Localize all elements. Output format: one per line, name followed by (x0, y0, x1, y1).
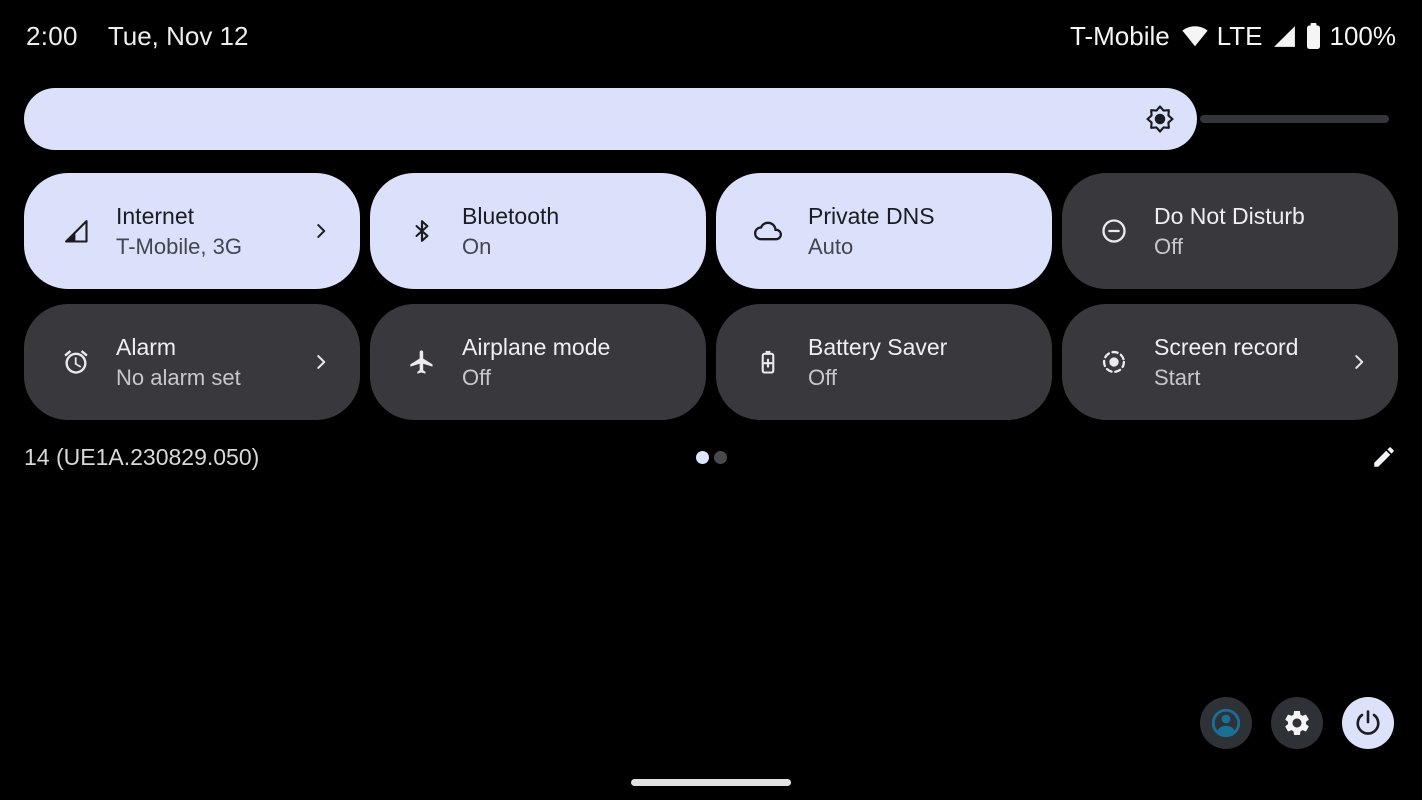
network-type-label: LTE (1216, 20, 1263, 51)
tile-status: Off (462, 364, 491, 390)
quick-settings-grid: Internet T-Mobile, 3G Bluetooth On Priva… (24, 173, 1398, 420)
gear-icon (1282, 708, 1312, 738)
home-handle[interactable] (631, 779, 791, 786)
tile-bluetooth[interactable]: Bluetooth On (370, 173, 706, 289)
tile-status: Start (1154, 364, 1201, 390)
page-indicator (24, 438, 1398, 476)
brightness-slider-fill[interactable] (24, 88, 1197, 150)
tile-status: Auto (808, 233, 854, 259)
bluetooth-icon (408, 217, 436, 245)
brightness-slider[interactable] (24, 88, 1398, 150)
edit-tiles-button[interactable] (1370, 443, 1398, 471)
alarm-icon (62, 348, 90, 376)
quick-buttons-row (1200, 697, 1394, 749)
date: Tue, Nov 12 (107, 20, 249, 51)
tile-label: Battery Saver (808, 333, 948, 360)
tile-alarm[interactable]: Alarm No alarm set (24, 304, 360, 420)
internet-signal-icon (62, 217, 90, 245)
chevron-right-icon (310, 220, 332, 242)
tile-status: On (462, 233, 492, 259)
pencil-icon (1374, 447, 1394, 467)
page-dot-active (695, 450, 709, 464)
tile-label: Airplane mode (462, 333, 611, 360)
power-button[interactable] (1342, 697, 1394, 749)
tile-status: Off (1154, 233, 1183, 259)
airplane-icon (408, 348, 436, 376)
chevron-right-icon (1348, 351, 1370, 373)
tile-do-not-disturb[interactable]: Do Not Disturb Off (1062, 173, 1398, 289)
wifi-icon (1182, 23, 1208, 49)
tile-status: No alarm set (116, 364, 241, 390)
shade-footer: 14 (UE1A.230829.050) (24, 438, 1398, 476)
tile-private-dns[interactable]: Private DNS Auto (716, 173, 1052, 289)
cell-signal-icon (1272, 24, 1297, 49)
user-avatar-icon (1209, 706, 1243, 740)
tile-screen-record[interactable]: Screen record Start (1062, 304, 1398, 420)
tile-battery-saver[interactable]: Battery Saver Off (716, 304, 1052, 420)
carrier-label: T-Mobile (1070, 20, 1170, 51)
brightness-icon (1145, 104, 1175, 134)
tile-internet[interactable]: Internet T-Mobile, 3G (24, 173, 360, 289)
chevron-right-icon (310, 351, 332, 373)
user-switcher-button[interactable] (1200, 697, 1252, 749)
battery-percent-label: 100% (1329, 20, 1397, 51)
tile-label: Do Not Disturb (1154, 202, 1305, 229)
tile-status: T-Mobile, 3G (116, 233, 242, 259)
battery-saver-icon (754, 348, 782, 376)
tile-label: Screen record (1154, 333, 1299, 360)
tile-status: Off (808, 364, 837, 390)
do-not-disturb-icon (1100, 217, 1128, 245)
screen-record-icon (1100, 348, 1128, 376)
status-bar: 2:00 Tue, Nov 12 T-Mobile LTE 100% (0, 0, 1422, 72)
cloud-icon (754, 217, 782, 245)
tile-label: Internet (116, 202, 194, 229)
build-number: 14 (UE1A.230829.050) (24, 443, 260, 470)
tile-label: Bluetooth (462, 202, 560, 229)
tile-airplane-mode[interactable]: Airplane mode Off (370, 304, 706, 420)
brightness-slider-track[interactable] (1200, 115, 1389, 123)
clock: 2:00 (26, 20, 78, 51)
settings-button[interactable] (1271, 697, 1323, 749)
power-icon (1353, 708, 1383, 738)
tile-label: Alarm (116, 333, 177, 360)
page-dot-inactive (713, 450, 727, 464)
tile-label: Private DNS (808, 202, 935, 229)
battery-icon (1306, 22, 1321, 50)
